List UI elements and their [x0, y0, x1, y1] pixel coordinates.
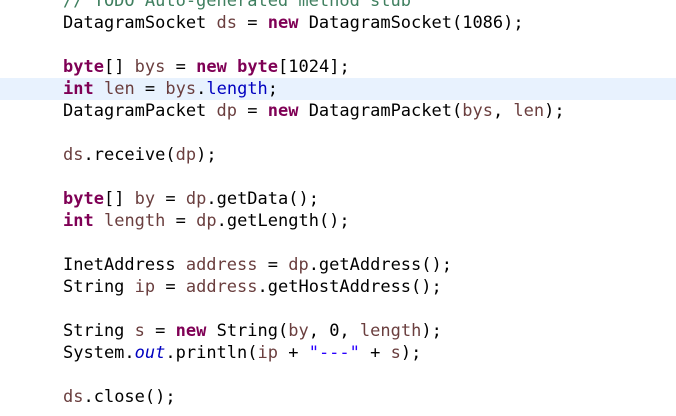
current-code-line[interactable]: int len = bys.length; [0, 78, 676, 100]
code-token: new [196, 57, 227, 77]
code-token: , [492, 101, 514, 121]
code-token: = [237, 13, 268, 33]
code-token: , 0, [308, 321, 360, 341]
code-line[interactable] [0, 232, 676, 254]
code-line[interactable] [0, 166, 676, 188]
code-line[interactable]: DatagramSocket ds = new DatagramSocket(1… [0, 12, 676, 34]
code-token: byte [63, 57, 104, 77]
code-line[interactable] [0, 298, 676, 320]
code-token: = [165, 211, 197, 231]
code-line[interactable]: System.out.println(ip + "---" + s); [0, 342, 676, 364]
code-token: address [185, 255, 258, 275]
code-line[interactable]: ds.receive(dp); [0, 144, 676, 166]
code-token: ip [134, 277, 156, 297]
code-token: "---" [308, 343, 360, 363]
code-token: ); [400, 343, 422, 363]
code-token: out [134, 343, 166, 363]
code-token: .getData(); [206, 189, 319, 209]
code-token: .close(); [83, 387, 176, 407]
code-token: dp [196, 211, 217, 231]
code-line[interactable]: ds.close(); [0, 386, 676, 408]
code-token: = [155, 189, 186, 209]
code-token: .receive( [83, 145, 176, 165]
code-token: address [185, 277, 258, 297]
code-line[interactable] [0, 364, 676, 386]
code-token: = [155, 277, 186, 297]
code-token: int [63, 211, 94, 231]
code-line[interactable] [0, 122, 676, 144]
code-line[interactable]: byte[] bys = new byte[1024]; [0, 56, 676, 78]
code-token: bys [165, 79, 197, 99]
code-token: length [359, 321, 422, 341]
code-token: = [237, 101, 268, 121]
code-token: byte [63, 189, 104, 209]
code-token: .getLength(); [216, 211, 350, 231]
code-token [227, 57, 237, 77]
code-line[interactable]: DatagramPacket dp = new DatagramPacket(b… [0, 100, 676, 122]
code-token: InetAddress [63, 255, 186, 275]
code-token: new [175, 321, 207, 341]
code-token: s [134, 321, 145, 341]
code-token: String [63, 321, 135, 341]
code-token: bys [462, 101, 493, 121]
code-line[interactable]: InetAddress address = dp.getAddress(); [0, 254, 676, 276]
code-token: = [165, 57, 197, 77]
code-token: dp [216, 101, 238, 121]
code-token: DatagramPacket( [298, 101, 463, 121]
code-line[interactable]: byte[] by = dp.getData(); [0, 188, 676, 210]
code-line[interactable] [0, 34, 676, 56]
code-token: [] [103, 189, 135, 209]
code-token: byte [237, 57, 279, 77]
code-token: .println( [165, 343, 258, 363]
code-token: new [267, 13, 299, 33]
code-token: . [196, 79, 207, 99]
code-token: len [103, 79, 135, 99]
code-token: DatagramPacket [63, 101, 217, 121]
code-token: String( [206, 321, 289, 341]
code-token: ); [196, 145, 217, 165]
code-line[interactable]: String s = new String(by, 0, length); [0, 320, 676, 342]
code-token: String [63, 277, 135, 297]
code-token: [1024]; [278, 57, 350, 77]
code-token: [] [103, 57, 135, 77]
code-token: = [144, 321, 176, 341]
code-token: ); [421, 321, 442, 341]
code-token: dp [185, 189, 207, 209]
code-token: ip [257, 343, 278, 363]
code-token: int [63, 79, 94, 99]
code-token: new [267, 101, 299, 121]
code-token [94, 79, 104, 99]
code-token: dp [175, 145, 197, 165]
code-token: s [390, 343, 401, 363]
code-token: // TODO Auto-generated method stub [63, 0, 411, 11]
code-token: dp [288, 255, 309, 275]
code-token: + [277, 343, 309, 363]
code-token: .getHostAddress(); [257, 277, 442, 297]
code-token: ); [544, 101, 565, 121]
code-token: ds [63, 145, 84, 165]
code-token: = [257, 255, 289, 275]
code-token: by [288, 321, 309, 341]
code-token: len [513, 101, 545, 121]
code-token [94, 211, 104, 231]
code-token: + [359, 343, 391, 363]
code-token: System. [63, 343, 135, 363]
code-token: ds [216, 13, 238, 33]
code-token: DatagramSocket [63, 13, 217, 33]
code-token: DatagramSocket(1086); [298, 13, 524, 33]
code-line[interactable]: int length = dp.getLength(); [0, 210, 676, 232]
code-token: = [134, 79, 166, 99]
code-token: ds [63, 387, 84, 407]
code-line[interactable]: String ip = address.getHostAddress(); [0, 276, 676, 298]
code-token: ; [267, 79, 279, 99]
code-token: bys [134, 57, 166, 77]
code-token: length [103, 211, 166, 231]
code-token: length [206, 79, 268, 99]
code-token: by [134, 189, 156, 209]
code-token: .getAddress(); [308, 255, 452, 275]
code-line[interactable]: // TODO Auto-generated method stub [0, 0, 676, 12]
